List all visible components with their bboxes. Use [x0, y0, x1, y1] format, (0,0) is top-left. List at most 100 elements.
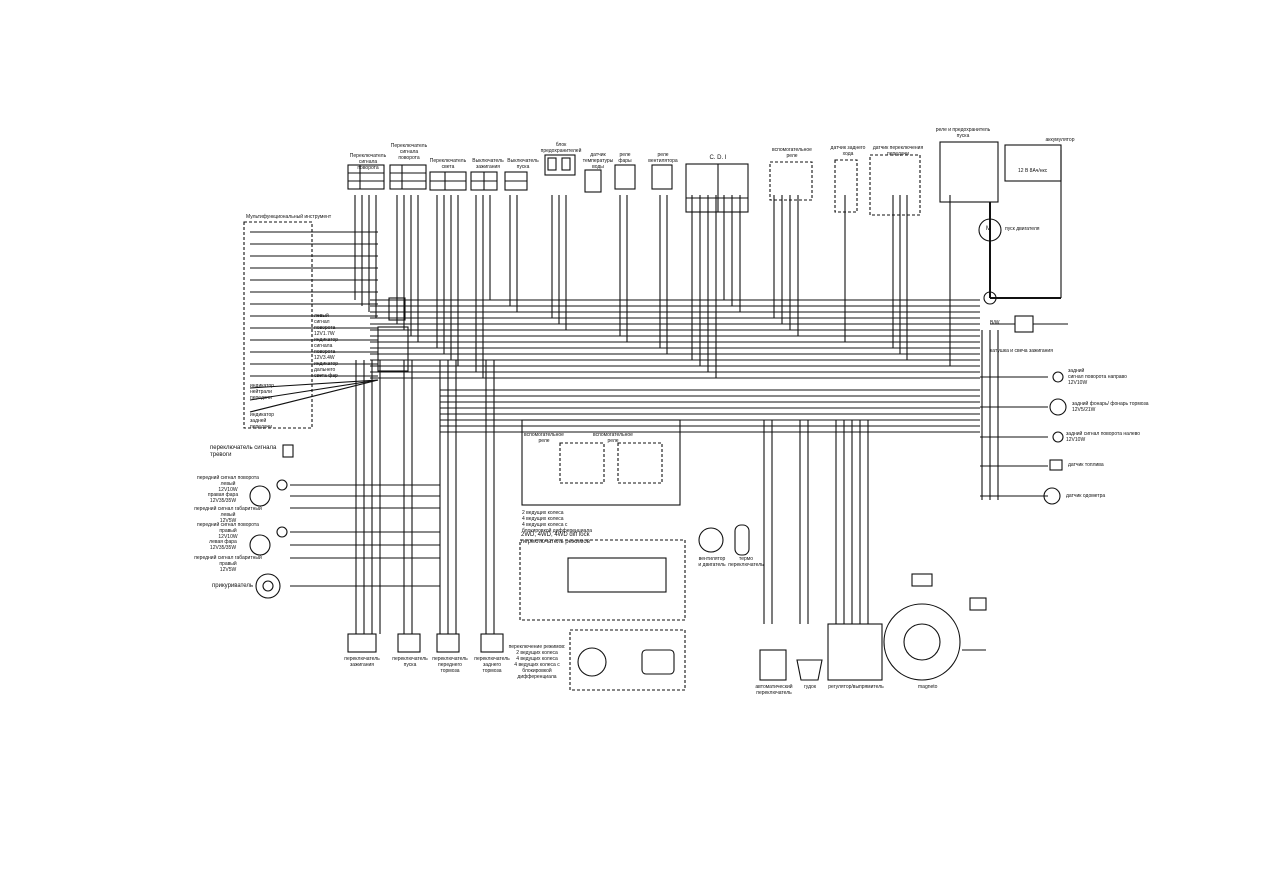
label-rear-turn-r: задний сигнал поворота направо 12V10W — [1068, 368, 1127, 386]
fan-relay — [651, 164, 673, 190]
fan-motor — [698, 527, 724, 553]
label-start-switch: Выключатель пуска — [507, 158, 539, 170]
label-lamp5: индикатор задней передачи — [250, 412, 275, 430]
wire — [249, 379, 379, 413]
auto-switch-box — [759, 649, 787, 681]
front-turn-r — [276, 526, 288, 538]
label-mode-codes: 2WD, 4WD, 4WD diff lock переключатель ре… — [521, 532, 590, 545]
label-lamp2: индикатор сигнала поворота 12V3.4W — [314, 337, 339, 361]
label-starter-relay: реле и предохранитель пуска — [935, 127, 991, 139]
magneto — [883, 603, 961, 681]
label-headlight-r: левая фара 12V35/35W — [209, 539, 237, 551]
regulator-box — [827, 623, 883, 681]
label-starter-motor: пуск двигателя — [1005, 226, 1040, 232]
label-cdi: C. D. I — [709, 155, 727, 161]
main-connector-a — [388, 297, 406, 321]
label-horn: прикуриватель — [212, 583, 254, 589]
fuel-sensor — [1049, 459, 1063, 471]
rear-turn-right-lamp — [1052, 371, 1064, 383]
gear-sensor-box — [869, 154, 921, 216]
label-horn2: гудок — [803, 684, 817, 690]
instrument-cluster — [243, 221, 313, 429]
fuse-box — [544, 154, 576, 176]
label-mode-switch-desc: переключение режимов: 2 ведущих колеса 4… — [508, 644, 566, 680]
label-bw: B/W — [990, 320, 1000, 326]
temp-sensor-box — [584, 169, 602, 193]
label-rear-turn-l: задний сигнал поворота налево 12V10W — [1066, 431, 1141, 443]
label-headlight-l: правая фара 12V35/35W — [207, 492, 239, 504]
start-switch-box — [397, 633, 421, 653]
label-battery: аккумулятор — [1045, 137, 1075, 143]
starter-relay-box — [939, 141, 999, 203]
aux-relay-center-2 — [617, 442, 663, 484]
harness-bus — [249, 195, 1048, 634]
center-relay-block — [521, 419, 681, 506]
label-front-right-turn: передний сигнал поворота правый 12V10W — [197, 522, 259, 540]
label-fan-relay: реле вентилятора — [648, 152, 678, 164]
label-rear-light: задний фонарь/ фонарь тормоза 12V5/21W — [1072, 401, 1149, 413]
cdi-unit — [685, 163, 749, 213]
rear-sensor-box — [834, 159, 858, 213]
front-turn-l — [276, 479, 288, 491]
label-front-left-turn: передний сигнал поворота левый 12V10W — [197, 475, 259, 493]
wire — [249, 379, 379, 401]
label-regulator: регулятор/выпрямитель — [828, 684, 884, 690]
label-magneto: magneto — [918, 684, 938, 690]
label-temp-sensor: датчик температуры воды — [582, 152, 614, 170]
mode-switch-box — [519, 539, 686, 621]
label-gear-sensor: датчик переключения передачи — [872, 145, 924, 157]
label-thermo: термо переключатель — [728, 556, 764, 568]
headlight-right — [249, 534, 271, 556]
label-high-low-switch: Переключатель света — [429, 158, 467, 170]
headlight-relay — [614, 164, 636, 190]
thermo-switch — [734, 524, 750, 556]
label-aux-relay-c2: вспомогательное реле — [593, 432, 633, 444]
switch-panel-1 — [347, 164, 385, 190]
label-aux-relay-c1: вспомогательное реле — [524, 432, 564, 444]
horn-device — [255, 573, 281, 599]
label-fuse-box: блок предохранителей — [540, 142, 582, 154]
label-lamp4: индикатор нейтрали передачи — [250, 383, 275, 401]
wire — [249, 379, 379, 389]
label-hazard: переключатель сигнала тревоги — [210, 445, 277, 458]
starter-motor — [978, 218, 1002, 242]
label-speed-sensor: датчик одометра — [1066, 493, 1106, 499]
label-modes: 2 ведущих колеса 4 ведущих колеса 4 веду… — [522, 510, 592, 534]
battery-box — [1004, 144, 1062, 182]
label-front-pos: передний сигнал габаритный левый 12V5W — [194, 506, 262, 524]
mode-motor-box — [569, 629, 686, 691]
label-rear-brake: переключатель заднего тормоза — [474, 656, 510, 674]
label-rear-sensor: датчик заднего хода — [830, 145, 866, 157]
aux-relay-top — [769, 161, 813, 201]
headlight-left — [249, 485, 271, 507]
motor-symbol: M — [986, 226, 991, 232]
speed-sensor — [1043, 487, 1061, 505]
label-front-brake: переключатель переднего тормоза — [432, 656, 468, 674]
label-aux-relay: вспомогательное реле — [772, 147, 812, 159]
ignition-coil — [1014, 315, 1034, 333]
label-fan: вентилятор и двигатель — [698, 556, 726, 568]
hazard-connector — [282, 444, 294, 458]
ignition-switch-box — [347, 633, 377, 653]
label-ignition-coil: катушка и свеча зажигания — [990, 348, 1053, 354]
rear-turn-left-lamp — [1052, 431, 1064, 443]
label-ignition-sw: переключатель зажигания — [344, 656, 380, 668]
label-turn-signal-switch: Переключатель сигнала поворота — [349, 153, 387, 171]
rear-brake-box — [480, 633, 504, 653]
label-instrument: Мультифункциональный инструмент — [246, 214, 332, 220]
label-headlight-relay: реле фары — [618, 152, 632, 164]
label-auto-switch: автоматический переключатель — [755, 684, 793, 696]
rear-light-lamp — [1049, 398, 1067, 416]
label-lamp1: левый сигнал поворота 12V1.7W — [314, 313, 336, 337]
horn2-shape — [796, 659, 823, 681]
ground-symbol — [983, 291, 997, 305]
front-brake-box — [436, 633, 460, 653]
mode-motor — [577, 647, 607, 677]
label-front-pos-r: передний сигнал габаритный правый 12V5W — [194, 555, 262, 573]
label-fuel-sensor: датчик топлива — [1068, 462, 1104, 468]
label-start-sw: переключатель пуска — [392, 656, 428, 668]
label-light-switch: Переключатель сигнала поворота — [390, 143, 428, 161]
label-kill-switch: Выключатель зажигания — [472, 158, 504, 170]
label-battery-spec: 12 В 8Ач/нкс — [1018, 168, 1048, 174]
